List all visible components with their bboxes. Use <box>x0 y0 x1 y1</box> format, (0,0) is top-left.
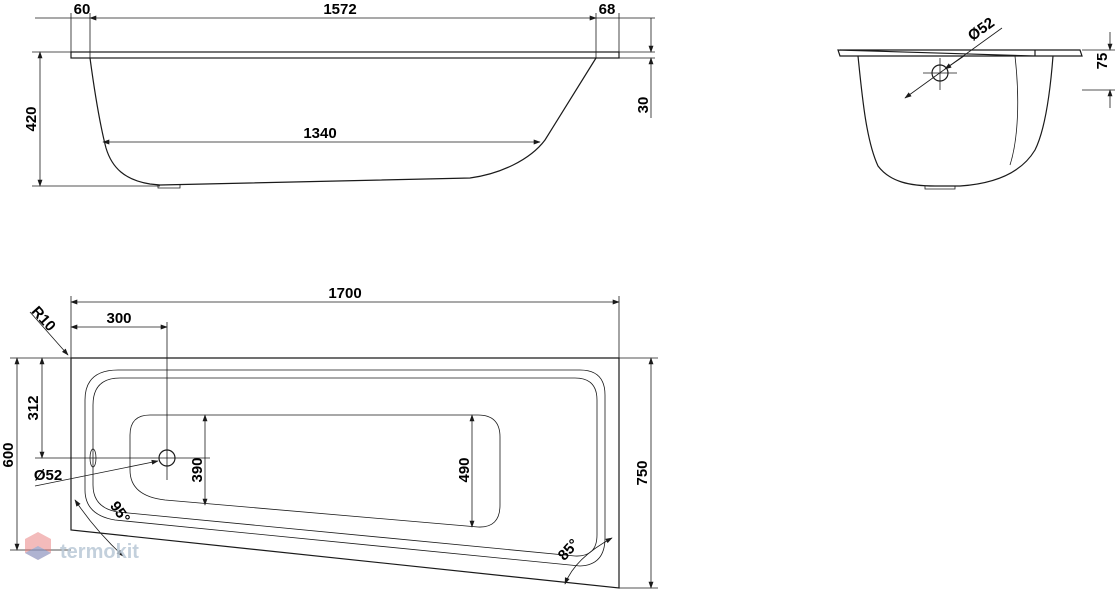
dim-plan-drain-diameter: Ø52 <box>34 467 62 484</box>
dim-inner-wide: 490 <box>456 457 473 482</box>
plan-bowl-outline <box>92 377 598 557</box>
dim-side-drain-diameter: Ø52 <box>965 14 998 44</box>
tub-body-outline <box>89 57 597 186</box>
watermark: termokit <box>25 532 139 563</box>
dim-narrow-width: 600 <box>0 442 17 467</box>
plan-outer-outline <box>70 357 620 589</box>
dim-flange-left: 60 <box>74 1 91 18</box>
dim-line-radius <box>29 311 69 356</box>
dim-depth: 75 <box>1094 53 1111 70</box>
dim-radius: R10 <box>28 303 59 335</box>
dim-arc-angle-left <box>74 499 124 557</box>
dim-height: 420 <box>23 106 40 131</box>
watermark-text: termokit <box>60 541 139 563</box>
cross-body-outline <box>857 55 1054 187</box>
dim-arc-angle-right <box>564 537 613 585</box>
cross-inner-line <box>1009 55 1019 166</box>
dim-length: 1700 <box>328 285 361 302</box>
watermark-logo-icon <box>25 532 51 560</box>
dim-angle-right: 85° <box>555 536 583 564</box>
tub-rim <box>70 51 620 59</box>
dim-flange-thickness: 30 <box>635 97 652 114</box>
dim-inner-narrow: 390 <box>189 457 206 482</box>
dim-drain-offset: 300 <box>106 310 131 327</box>
plan-floor <box>129 414 501 528</box>
longitudinal-section: 60 1572 68 420 1340 30 <box>23 1 655 189</box>
dim-line-plan-drain <box>34 459 159 487</box>
cross-foot <box>924 186 956 190</box>
tub-foot-left <box>157 185 181 189</box>
plan-rim-inner <box>84 369 606 567</box>
dim-drain-y: 312 <box>25 395 42 420</box>
dim-floor-length: 1340 <box>303 125 336 142</box>
dim-wide-width: 750 <box>634 460 651 485</box>
dim-inner-length: 1572 <box>323 1 356 18</box>
dim-flange-right: 68 <box>599 1 616 18</box>
dim-angle-left: 95° <box>106 498 133 526</box>
cross-section: Ø52 75 <box>837 14 1115 190</box>
cross-rim <box>837 49 1083 57</box>
